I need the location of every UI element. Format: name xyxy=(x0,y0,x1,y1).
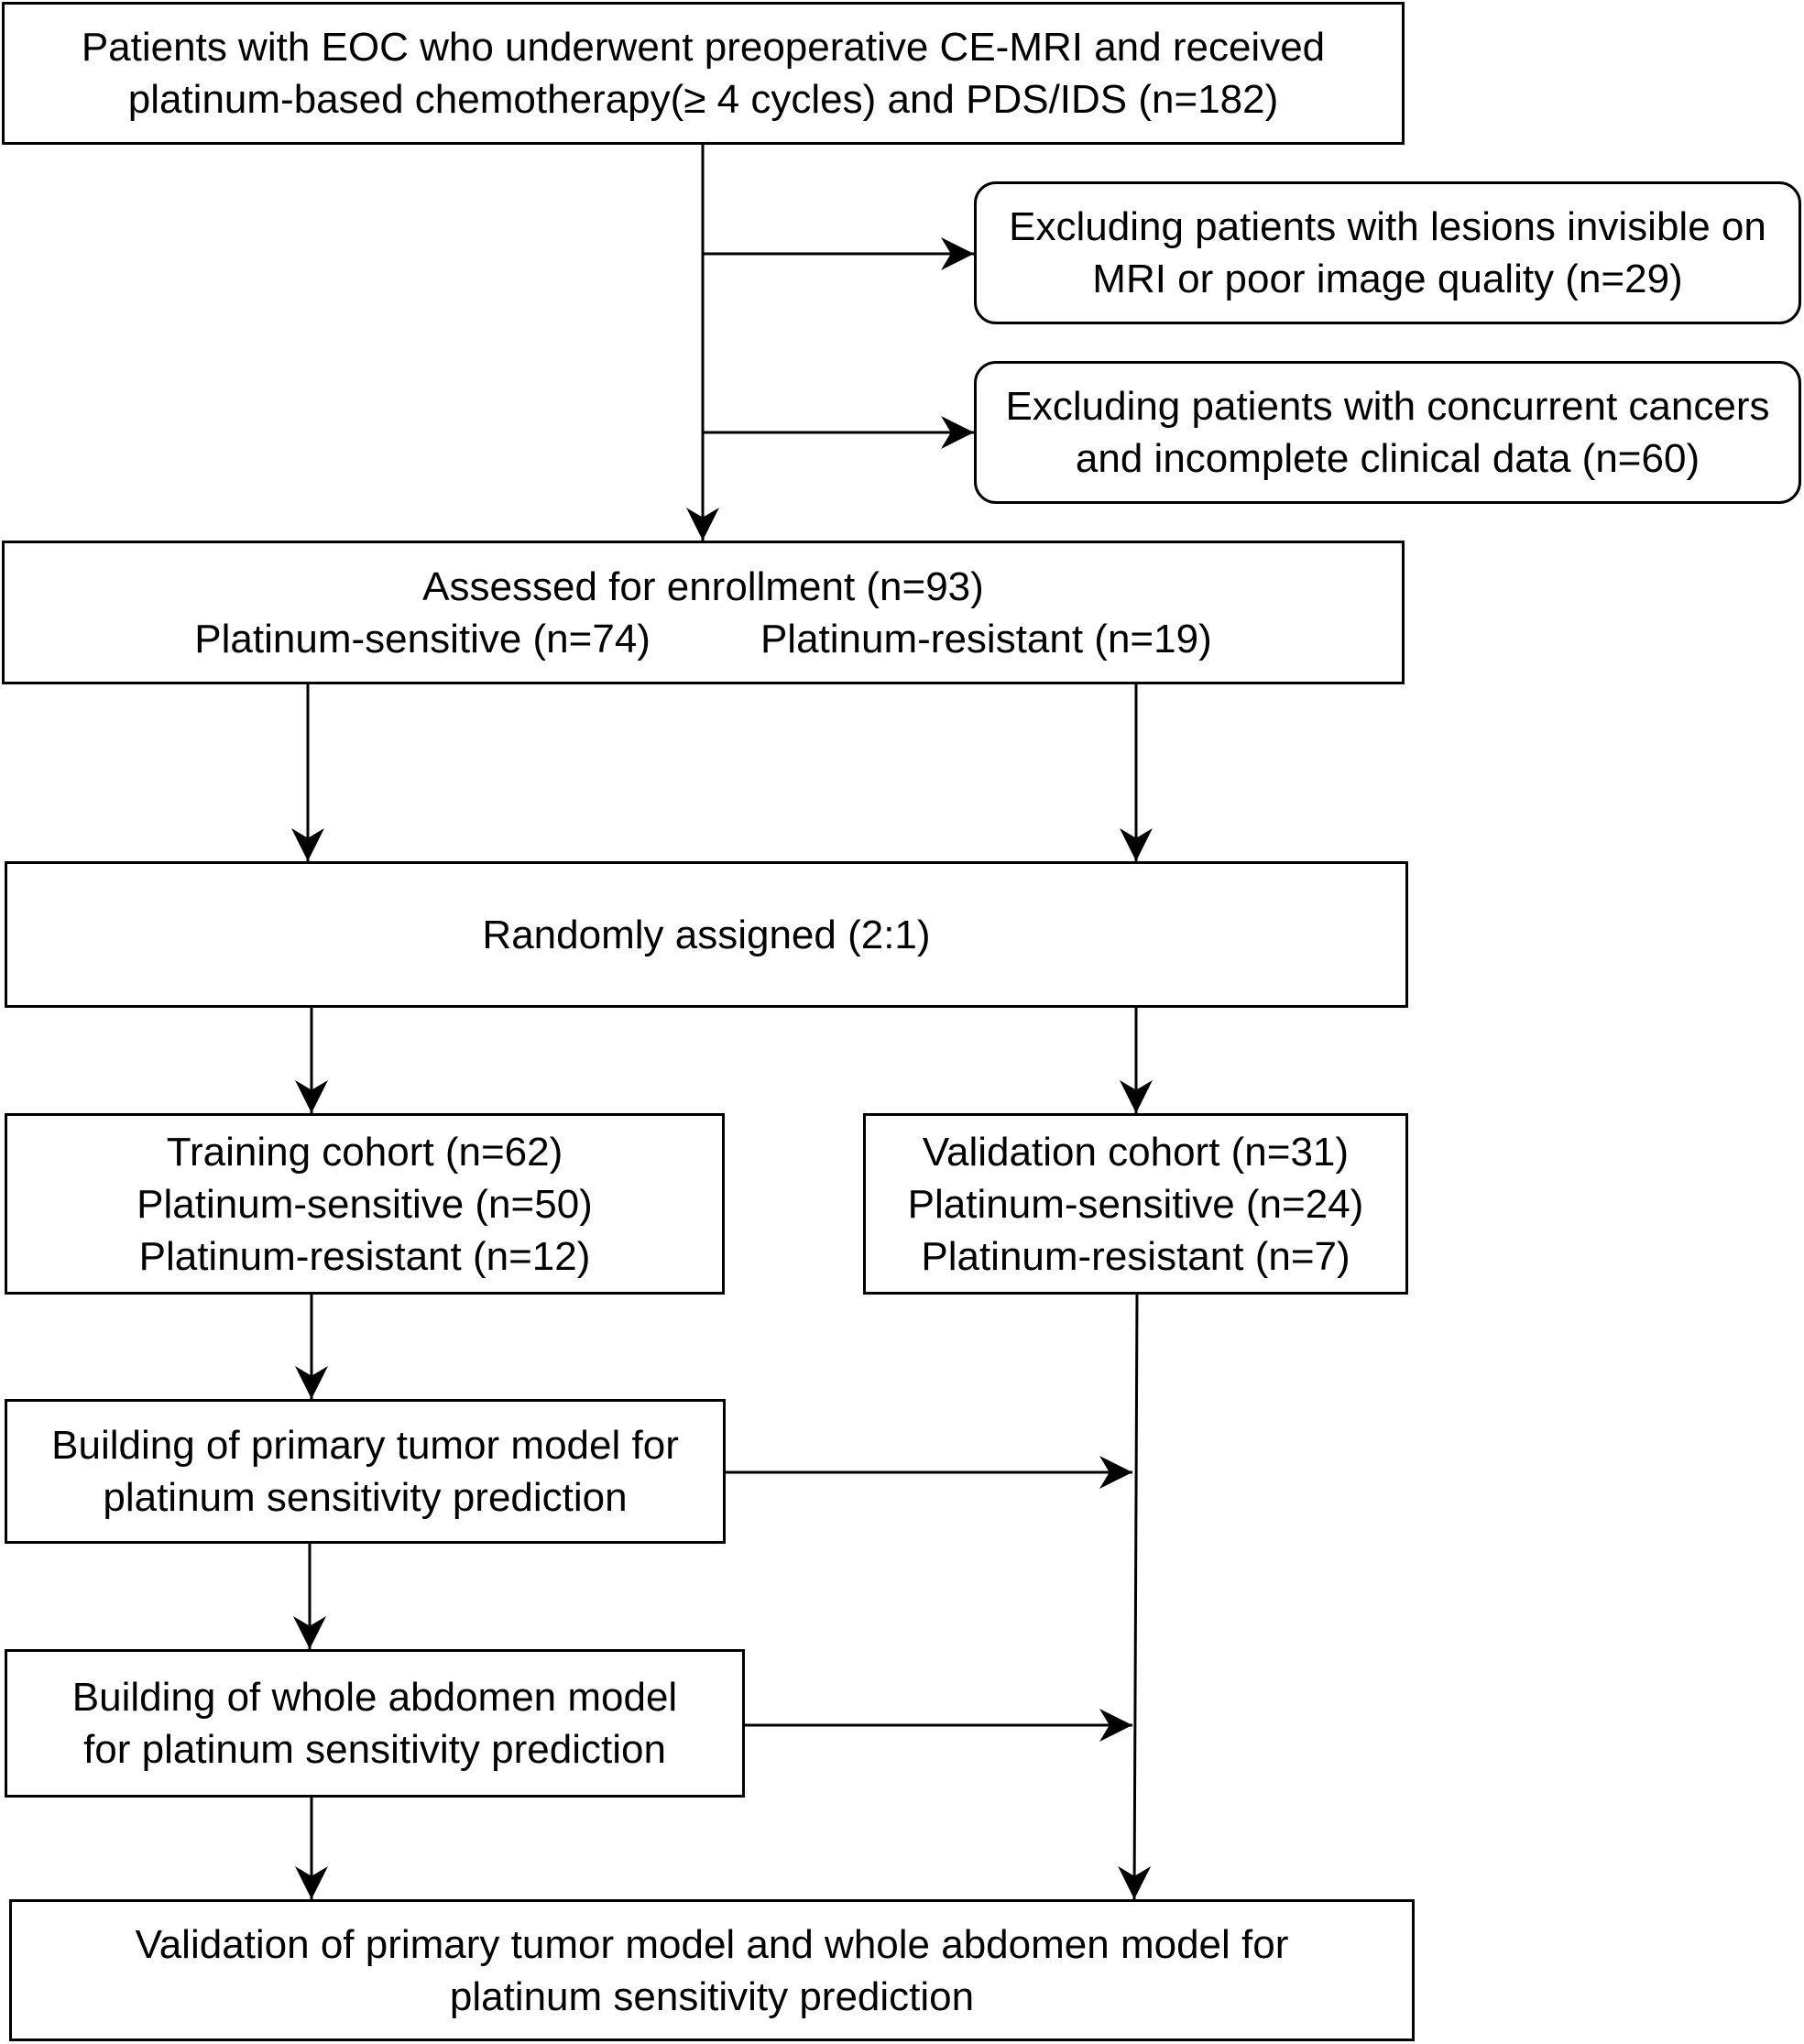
enrollment-title: Assessed for enrollment (n=93) xyxy=(422,563,984,609)
initial-patients-box: Patients with EOC who underwent preopera… xyxy=(2,2,1405,145)
exclusion-box-1: Excluding patients with lesions invisibl… xyxy=(974,181,1801,324)
primary-model-line-1: Building of primary tumor model for xyxy=(51,1423,679,1468)
exclusion-box-2: Excluding patients with concurrent cance… xyxy=(974,361,1801,504)
abdomen-model-line-1: Building of whole abdomen model xyxy=(71,1675,678,1720)
final-line-2: platinum sensitivity prediction xyxy=(449,1973,975,2019)
exclusion-2-line-2: and incomplete clinical data (n=60) xyxy=(1075,436,1700,481)
final-validation-box: Validation of primary tumor model and wh… xyxy=(9,1899,1415,2041)
whole-abdomen-model-box: Building of whole abdomen model for plat… xyxy=(5,1649,745,1798)
exclusion-1-line-2: MRI or poor image quality (n=29) xyxy=(1092,257,1683,301)
validation-title: Validation cohort (n=31) xyxy=(922,1129,1350,1175)
enrollment-groups: Platinum-sensitive (n=74) Platinum-resis… xyxy=(194,613,1211,665)
validation-resistant: Platinum-resistant (n=7) xyxy=(921,1233,1350,1279)
exclusion-2-line-1: Excluding patients with concurrent cance… xyxy=(1005,384,1770,429)
arrow-validation-to-final xyxy=(1118,1294,1152,1900)
validation-sensitive: Platinum-sensitive (n=24) xyxy=(907,1181,1364,1227)
exclusion-1-line-1: Excluding patients with lesions invisibl… xyxy=(1009,204,1766,249)
training-resistant: Platinum-resistant (n=12) xyxy=(138,1233,591,1279)
initial-line-1: Patients with EOC who underwent preopera… xyxy=(81,25,1326,70)
training-sensitive: Platinum-sensitive (n=50) xyxy=(137,1181,593,1227)
enrollment-sensitive: Platinum-sensitive (n=74) xyxy=(194,616,651,661)
training-title: Training cohort (n=62) xyxy=(166,1129,563,1175)
enrollment-box: Assessed for enrollment (n=93) Platinum-… xyxy=(2,541,1405,684)
validation-cohort-box: Validation cohort (n=31) Platinum-sensit… xyxy=(863,1113,1408,1295)
final-line-1: Validation of primary tumor model and wh… xyxy=(135,1921,1289,1967)
enrollment-resistant: Platinum-resistant (n=19) xyxy=(760,616,1212,661)
random-assignment-box: Randomly assigned (2:1) xyxy=(5,861,1408,1008)
initial-line-2: platinum-based chemotherapy(≥ 4 cycles) … xyxy=(127,77,1279,122)
abdomen-model-line-2: for platinum sensitivity prediction xyxy=(83,1727,666,1772)
random-assignment-label: Randomly assigned (2:1) xyxy=(482,912,931,957)
primary-tumor-model-box: Building of primary tumor model for plat… xyxy=(5,1399,726,1544)
primary-model-line-2: platinum sensitivity prediction xyxy=(103,1475,628,1520)
training-cohort-box: Training cohort (n=62) Platinum-sensitiv… xyxy=(5,1113,725,1295)
